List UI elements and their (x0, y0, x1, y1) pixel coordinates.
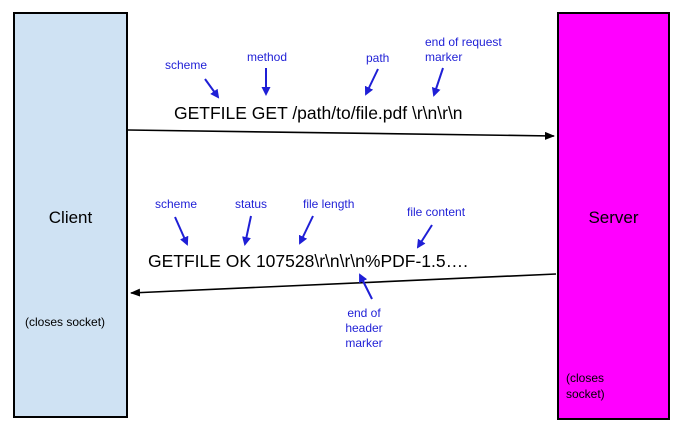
request-end-marker-pointer (431, 67, 444, 97)
server-note: (closes socket) (566, 371, 605, 401)
request-arrow (127, 129, 555, 140)
client-title: Client (48, 208, 93, 227)
response-status-pointer (242, 215, 252, 246)
client-note: (closes socket) (25, 315, 106, 329)
response-label-file-content: file content (407, 205, 466, 219)
response-label-end-marker: end of header marker (345, 306, 383, 350)
request-label-method: method (247, 50, 288, 64)
request-label-end-marker: end of request marker (425, 35, 502, 64)
response-scheme-pointer (174, 216, 189, 246)
response-file-length-pointer (298, 215, 314, 245)
response-arrow (130, 273, 557, 297)
server-box: Server (closes socket) (557, 12, 670, 420)
server-title: Server (588, 208, 639, 227)
response-end-marker-pointer (359, 273, 373, 300)
response-label-file-length: file length (303, 197, 355, 211)
request-path-pointer (364, 68, 379, 96)
response-label-status: status (235, 197, 268, 211)
response-label-scheme: scheme (155, 197, 198, 211)
response-file-content-pointer (416, 224, 433, 249)
client-box: Client (closes socket) (13, 12, 128, 418)
request-message: GETFILE GET /path/to/file.pdf \r\n\r\n (174, 103, 463, 123)
response-message: GETFILE OK 107528\r\n\r\n%PDF-1.5…. (148, 251, 468, 271)
request-label-path: path (366, 51, 390, 65)
request-label-scheme: scheme (165, 58, 208, 72)
request-scheme-pointer (204, 78, 220, 99)
